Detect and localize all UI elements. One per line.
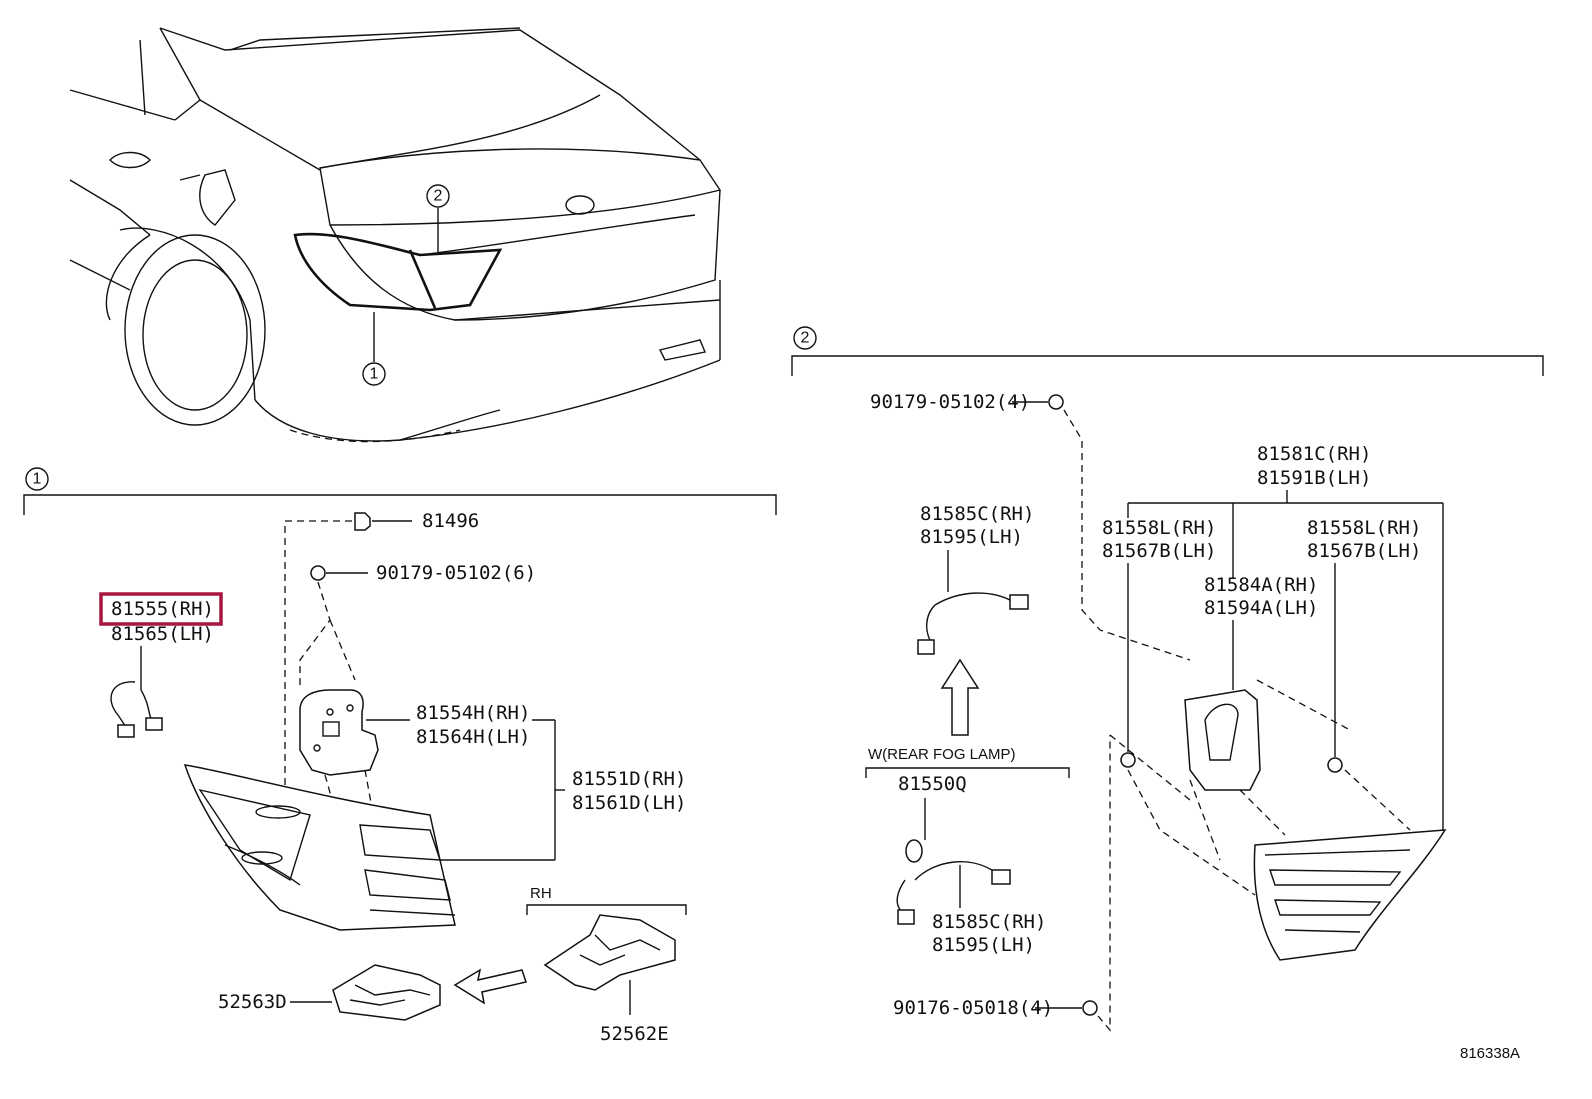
tail-lamp-81551d-part — [183, 764, 555, 931]
screw-bottom-part — [1035, 735, 1111, 1032]
label-rear-fog-lamp: W(REAR FOG LAMP) — [868, 746, 1016, 763]
label-81584a-rh: 81584A(RH) — [1204, 574, 1318, 596]
lamp-bracket-lines — [532, 719, 565, 860]
diagram-id: 816338A — [1460, 1045, 1520, 1062]
rh-bracket-frame — [526, 904, 687, 915]
label-81567b-lh-left: 81567B(LH) — [1102, 540, 1216, 562]
cushion-right-part — [1327, 563, 1411, 831]
label-52562e: 52562E — [600, 1023, 669, 1045]
label-81595-lh-bottom: 81595(LH) — [932, 934, 1035, 956]
fog-lamp-frame — [865, 767, 1070, 778]
direction-arrow-left-icon — [453, 968, 527, 1005]
label-90179-05102-6: 90179-05102(6) — [376, 562, 536, 584]
section-2-frame — [791, 326, 1544, 376]
screw-90179-part — [299, 565, 368, 690]
label-81550q: 81550Q — [898, 773, 967, 795]
label-81558l-rh-right: 81558L(RH) — [1307, 517, 1421, 539]
bracket-52563d-part — [290, 964, 441, 1021]
label-81591b-lh: 81591B(LH) — [1257, 467, 1371, 489]
label-81551d-rh: 81551D(RH) — [572, 768, 686, 790]
highlight-box[interactable] — [99, 592, 223, 626]
clip-81496-part — [284, 512, 412, 820]
label-81585c-rh-bottom: 81585C(RH) — [932, 911, 1046, 933]
section-1-frame — [23, 467, 777, 515]
gasket-81554h-part — [299, 689, 410, 811]
label-81554h-rh: 81554H(RH) — [416, 702, 530, 724]
gasket-81584a-part — [1184, 620, 1351, 861]
callout-1-car: 1 — [370, 366, 379, 383]
label-rh: RH — [530, 885, 552, 902]
label-81558l-rh-left: 81558L(RH) — [1102, 517, 1216, 539]
label-81561d-lh: 81561D(LH) — [572, 792, 686, 814]
callout-2-car: 2 — [434, 188, 443, 205]
lens-bracket-lines — [1127, 490, 1444, 830]
label-81585c-rh-top: 81585C(RH) — [920, 503, 1034, 525]
inner-lamp-81581c-part — [1109, 734, 1447, 961]
label-81595-lh-top: 81595(LH) — [920, 526, 1023, 548]
bracket-52562e-part — [543, 914, 676, 1015]
label-81581c-rh: 81581C(RH) — [1257, 443, 1371, 465]
label-81567b-lh-right: 81567B(LH) — [1307, 540, 1421, 562]
label-81565-lh: 81565(LH) — [111, 623, 214, 645]
label-81555-rh[interactable]: 81555(RH) — [111, 598, 214, 620]
socket-wire-81555-part — [110, 646, 163, 738]
screw-top-part — [1012, 394, 1191, 661]
label-81564h-lh: 81564H(LH) — [416, 726, 530, 748]
cushion-left-part — [1120, 563, 1256, 896]
bulb-81550q-part — [896, 798, 1011, 925]
label-90176-05018-4: 90176-05018(4) — [893, 997, 1053, 1019]
section-2-callout: 2 — [801, 330, 810, 347]
label-52563d: 52563D — [218, 991, 287, 1013]
car-rear-illustration — [69, 27, 722, 443]
section-1-callout: 1 — [33, 471, 42, 488]
label-90179-05102-4: 90179-05102(4) — [870, 391, 1030, 413]
label-81496: 81496 — [422, 510, 479, 532]
direction-arrow-up-icon — [940, 658, 980, 736]
label-81594a-lh: 81594A(LH) — [1204, 597, 1318, 619]
wire-harness-top-part — [917, 550, 1029, 655]
